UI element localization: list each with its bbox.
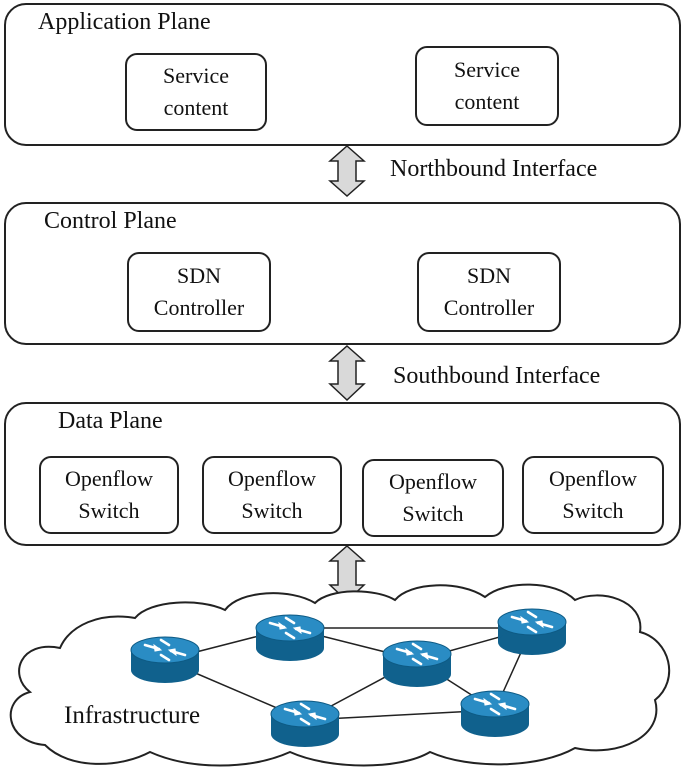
router-icon-2: [254, 613, 326, 663]
application-plane: Application Plane Service content Servic…: [4, 3, 681, 146]
sdn-controller-label-2: SDN Controller: [443, 263, 535, 320]
control-plane: Control Plane SDN Controller SDN Control…: [4, 202, 681, 345]
application-plane-title: Application Plane: [38, 9, 211, 35]
openflow-switch-box-4: Openflow Switch: [522, 456, 664, 534]
service-content-label-2: Service content: [454, 57, 520, 114]
service-content-box-2: Service content: [415, 46, 559, 126]
openflow-switch-box-1: Openflow Switch: [39, 456, 179, 534]
southbound-interface-label: Southbound Interface: [393, 363, 601, 389]
router-icon-5: [459, 689, 531, 739]
openflow-switch-box-2: Openflow Switch: [202, 456, 342, 534]
sdn-controller-box-1: SDN Controller: [127, 252, 271, 332]
service-content-box-1: Service content: [125, 53, 267, 131]
sdn-controller-label-1: SDN Controller: [153, 263, 245, 320]
cloud-shape: [9, 583, 671, 767]
openflow-switch-label-4: Openflow Switch: [549, 466, 637, 523]
northbound-interface-label: Northbound Interface: [390, 156, 598, 182]
openflow-switch-label-1: Openflow Switch: [65, 466, 153, 523]
router-icon-1: [129, 635, 201, 685]
data-plane-title: Data Plane: [58, 408, 163, 434]
router-icon-6: [269, 699, 341, 749]
openflow-switch-label-2: Openflow Switch: [228, 466, 316, 523]
control-plane-title: Control Plane: [44, 208, 177, 234]
service-content-label-1: Service content: [163, 63, 229, 120]
infrastructure-label: Infrastructure: [64, 702, 201, 729]
sdn-controller-box-2: SDN Controller: [417, 252, 561, 332]
router-icon-3: [381, 639, 453, 689]
openflow-switch-label-3: Openflow Switch: [389, 469, 477, 526]
router-icon-4: [496, 607, 568, 657]
openflow-switch-box-3: Openflow Switch: [362, 459, 504, 537]
data-plane: Data Plane Openflow Switch Openflow Swit…: [4, 402, 681, 546]
